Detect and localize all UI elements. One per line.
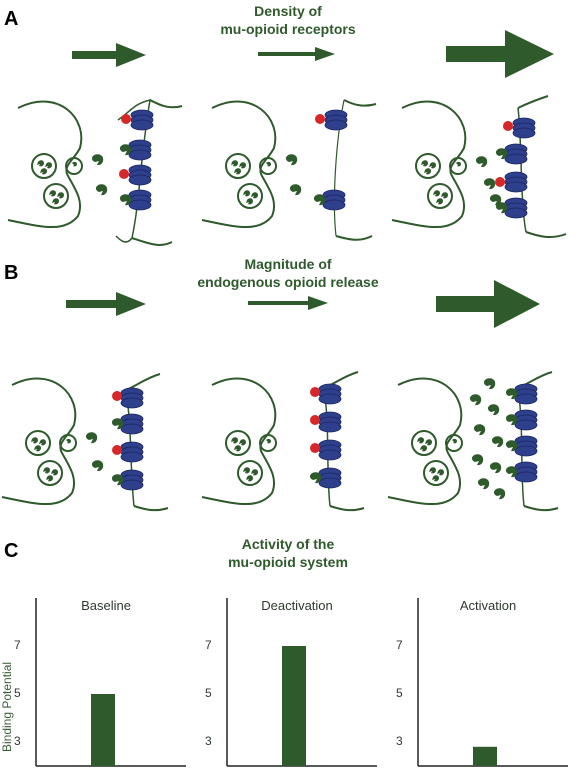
panel-c-title-line2: mu-opioid system	[228, 554, 348, 570]
chart-1-tick-label: 5	[14, 686, 21, 700]
chart-3-bar	[473, 746, 497, 766]
panel-b-title: Magnitude of endogenous opioid release	[158, 255, 418, 291]
panel-b-letter: B	[4, 262, 19, 284]
panel-b-title-line2: endogenous opioid release	[197, 274, 379, 290]
chart-3-tick-label: 3	[396, 734, 403, 748]
arrow-b-left	[66, 292, 146, 316]
arrow-b-middle	[248, 296, 328, 310]
arrow-a-middle	[258, 47, 335, 61]
chart-2-tick-label: 7	[205, 638, 212, 652]
chart-2-bar	[282, 646, 306, 766]
synapse-diagram	[0, 30, 567, 512]
synapse-a1	[8, 98, 183, 246]
chart-1-bar	[91, 694, 115, 766]
panel-b-title-line1: Magnitude of	[244, 256, 332, 272]
arrow-a-right	[446, 30, 554, 78]
chart-3-tick-label: 5	[396, 686, 403, 700]
panel-a-title-line1: Density of	[254, 3, 322, 19]
panel-c-title-line1: Activity of the	[241, 536, 335, 552]
synapse-b3	[388, 371, 559, 512]
chart-2-title: Deactivation	[261, 598, 333, 613]
y-axis-label: Binding Potential	[0, 661, 14, 752]
chart-1-tick-label: 3	[14, 734, 21, 748]
chart-2-tick-label: 5	[205, 686, 212, 700]
panel-a-letter: A	[4, 8, 19, 30]
synapse-b2	[202, 371, 365, 512]
arrow-b-right	[436, 280, 540, 328]
chart-3-tick-label: 7	[396, 638, 403, 652]
synapse-b1	[2, 373, 169, 512]
arrow-a-left	[72, 43, 146, 67]
chart-2-tick-label: 3	[205, 734, 212, 748]
chart-1-title: Baseline	[81, 598, 131, 613]
panel-c-letter: C	[4, 540, 19, 562]
synapse-a3	[392, 95, 567, 239]
panel-c-title: Activity of the mu-opioid system	[158, 535, 418, 571]
chart-3-title: Activation	[459, 598, 517, 613]
chart-1-tick-label: 7	[14, 638, 21, 652]
panel-a-title: Density of mu-opioid receptors	[158, 2, 418, 38]
synapse-a2	[202, 99, 377, 241]
panel-a-title-line2: mu-opioid receptors	[220, 21, 356, 37]
